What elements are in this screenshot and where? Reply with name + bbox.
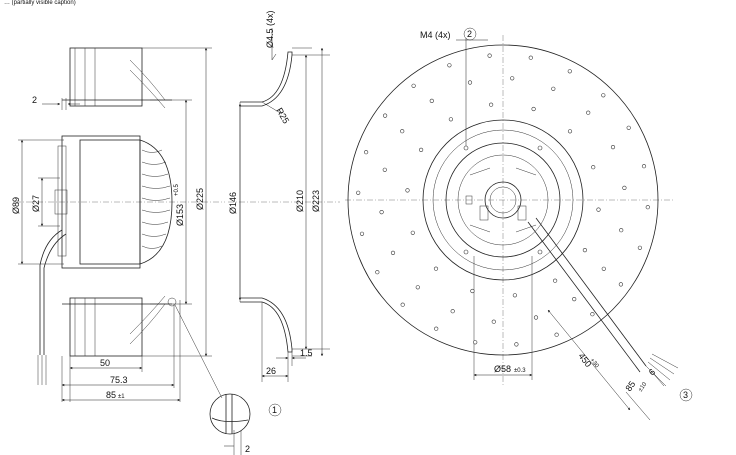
thread-label-m4: M4 (4x) bbox=[420, 30, 451, 40]
impeller-hole bbox=[448, 117, 454, 122]
dim-label-d153: Ø153 bbox=[175, 204, 185, 226]
impeller-hole bbox=[356, 190, 361, 195]
header-caption: … (partially visible caption) bbox=[4, 0, 76, 6]
impeller-hole bbox=[582, 248, 588, 253]
callout-1: 1 bbox=[272, 405, 277, 415]
dim-label-1-5: 1.5 bbox=[300, 348, 313, 358]
dim-label-75-3: 75.3 bbox=[110, 375, 128, 385]
dim-label-d58: Ø58 bbox=[494, 364, 511, 374]
dim-tol-d153: +0.5 bbox=[174, 183, 180, 196]
dim-tol-450: +30 bbox=[588, 358, 599, 370]
impeller-hole bbox=[601, 93, 606, 98]
dim-label-85-left: 85 bbox=[106, 390, 116, 400]
impeller-hole bbox=[489, 102, 494, 107]
dim-label-r25: R25 bbox=[274, 106, 291, 125]
impeller-hole-pattern bbox=[356, 53, 650, 347]
impeller-hole bbox=[429, 98, 434, 103]
dim-label-6: 6 bbox=[647, 367, 657, 378]
impeller-hole bbox=[447, 63, 452, 68]
impeller-hole bbox=[626, 125, 631, 130]
impeller-hole bbox=[572, 297, 577, 302]
impeller-hole bbox=[470, 288, 475, 294]
middle-inlet-ring-view: Ø4.5 (4x) R25 Ø146 Ø210 Ø223 26 1.5 bbox=[228, 10, 340, 382]
dim-label-d89: Ø89 bbox=[11, 197, 21, 214]
impeller-hole bbox=[400, 129, 405, 134]
impeller-hole bbox=[434, 326, 439, 331]
dim-label-d225: Ø225 bbox=[195, 188, 205, 210]
impeller-hole bbox=[375, 270, 380, 275]
impeller-hole bbox=[618, 282, 624, 287]
left-side-view: 2 Ø89 Ø27 Ø153 +0.5 Ø225 50 75.3 85 bbox=[11, 47, 225, 402]
impeller-hole bbox=[382, 167, 387, 172]
impeller-hole bbox=[400, 302, 405, 307]
dim-label-d27: Ø27 bbox=[31, 195, 41, 212]
impeller-hole bbox=[554, 332, 559, 337]
impeller-hole bbox=[510, 76, 515, 81]
impeller-hole bbox=[586, 110, 591, 115]
impeller-hole bbox=[596, 207, 601, 212]
detail-dim-2: 2 bbox=[245, 444, 250, 454]
impeller-hole bbox=[405, 188, 410, 193]
dim-tol-d58: ±0.3 bbox=[514, 368, 526, 374]
impeller-hole bbox=[567, 69, 572, 74]
impeller-hole bbox=[364, 150, 369, 155]
impeller-hole bbox=[645, 205, 650, 210]
right-front-view: M4 (4x) 2 Ø58 ±0.3 450 +30 6 85 ±10 3 bbox=[345, 27, 693, 421]
callout-3: 3 bbox=[683, 390, 688, 400]
impeller-hole bbox=[591, 165, 596, 170]
dim-label-d146: Ø146 bbox=[228, 192, 238, 214]
impeller-hole bbox=[641, 164, 647, 169]
dim-label-2-left: 2 bbox=[32, 95, 37, 105]
impeller-hole bbox=[622, 185, 627, 190]
impeller-hole bbox=[610, 145, 616, 150]
impeller-hole bbox=[415, 285, 420, 290]
impeller-hole bbox=[383, 113, 388, 118]
dim-label-50: 50 bbox=[100, 358, 110, 368]
dim-label-26: 26 bbox=[266, 366, 276, 376]
impeller-hole bbox=[552, 278, 558, 283]
detail-view-1: 2 1 bbox=[209, 393, 282, 455]
impeller-hole bbox=[590, 312, 595, 317]
impeller-hole bbox=[619, 228, 624, 233]
impeller-hole bbox=[410, 230, 415, 235]
callout-2: 2 bbox=[467, 29, 472, 39]
dim-tol-85-left: ±1 bbox=[118, 394, 125, 400]
impeller-hole bbox=[514, 342, 519, 347]
impeller-hole bbox=[473, 340, 478, 345]
impeller-hole bbox=[411, 83, 416, 88]
impeller-hole bbox=[551, 86, 556, 91]
impeller-hole bbox=[390, 250, 396, 255]
impeller-hole bbox=[601, 266, 606, 271]
dim-label-d223: Ø223 bbox=[311, 190, 321, 212]
impeller-hole bbox=[512, 293, 518, 298]
impeller-hole bbox=[531, 106, 536, 112]
impeller-hole bbox=[467, 80, 473, 85]
impeller-hole bbox=[450, 309, 455, 314]
impeller-hole bbox=[491, 319, 496, 324]
impeller-hole bbox=[359, 231, 365, 236]
dim-label-d4-5: Ø4.5 (4x) bbox=[265, 10, 275, 48]
impeller-hole bbox=[637, 245, 643, 250]
impeller-hole bbox=[528, 55, 533, 60]
impeller-hole bbox=[433, 266, 439, 271]
impeller-hole bbox=[533, 315, 539, 320]
impeller-hole bbox=[487, 53, 492, 58]
dim-label-d210: Ø210 bbox=[295, 190, 305, 212]
dim-tol-85-right: ±10 bbox=[638, 381, 649, 393]
impeller-hole bbox=[419, 147, 424, 152]
impeller-hole bbox=[567, 129, 573, 134]
impeller-hole bbox=[379, 210, 384, 215]
dim-label-85-right: 85 bbox=[623, 379, 637, 393]
